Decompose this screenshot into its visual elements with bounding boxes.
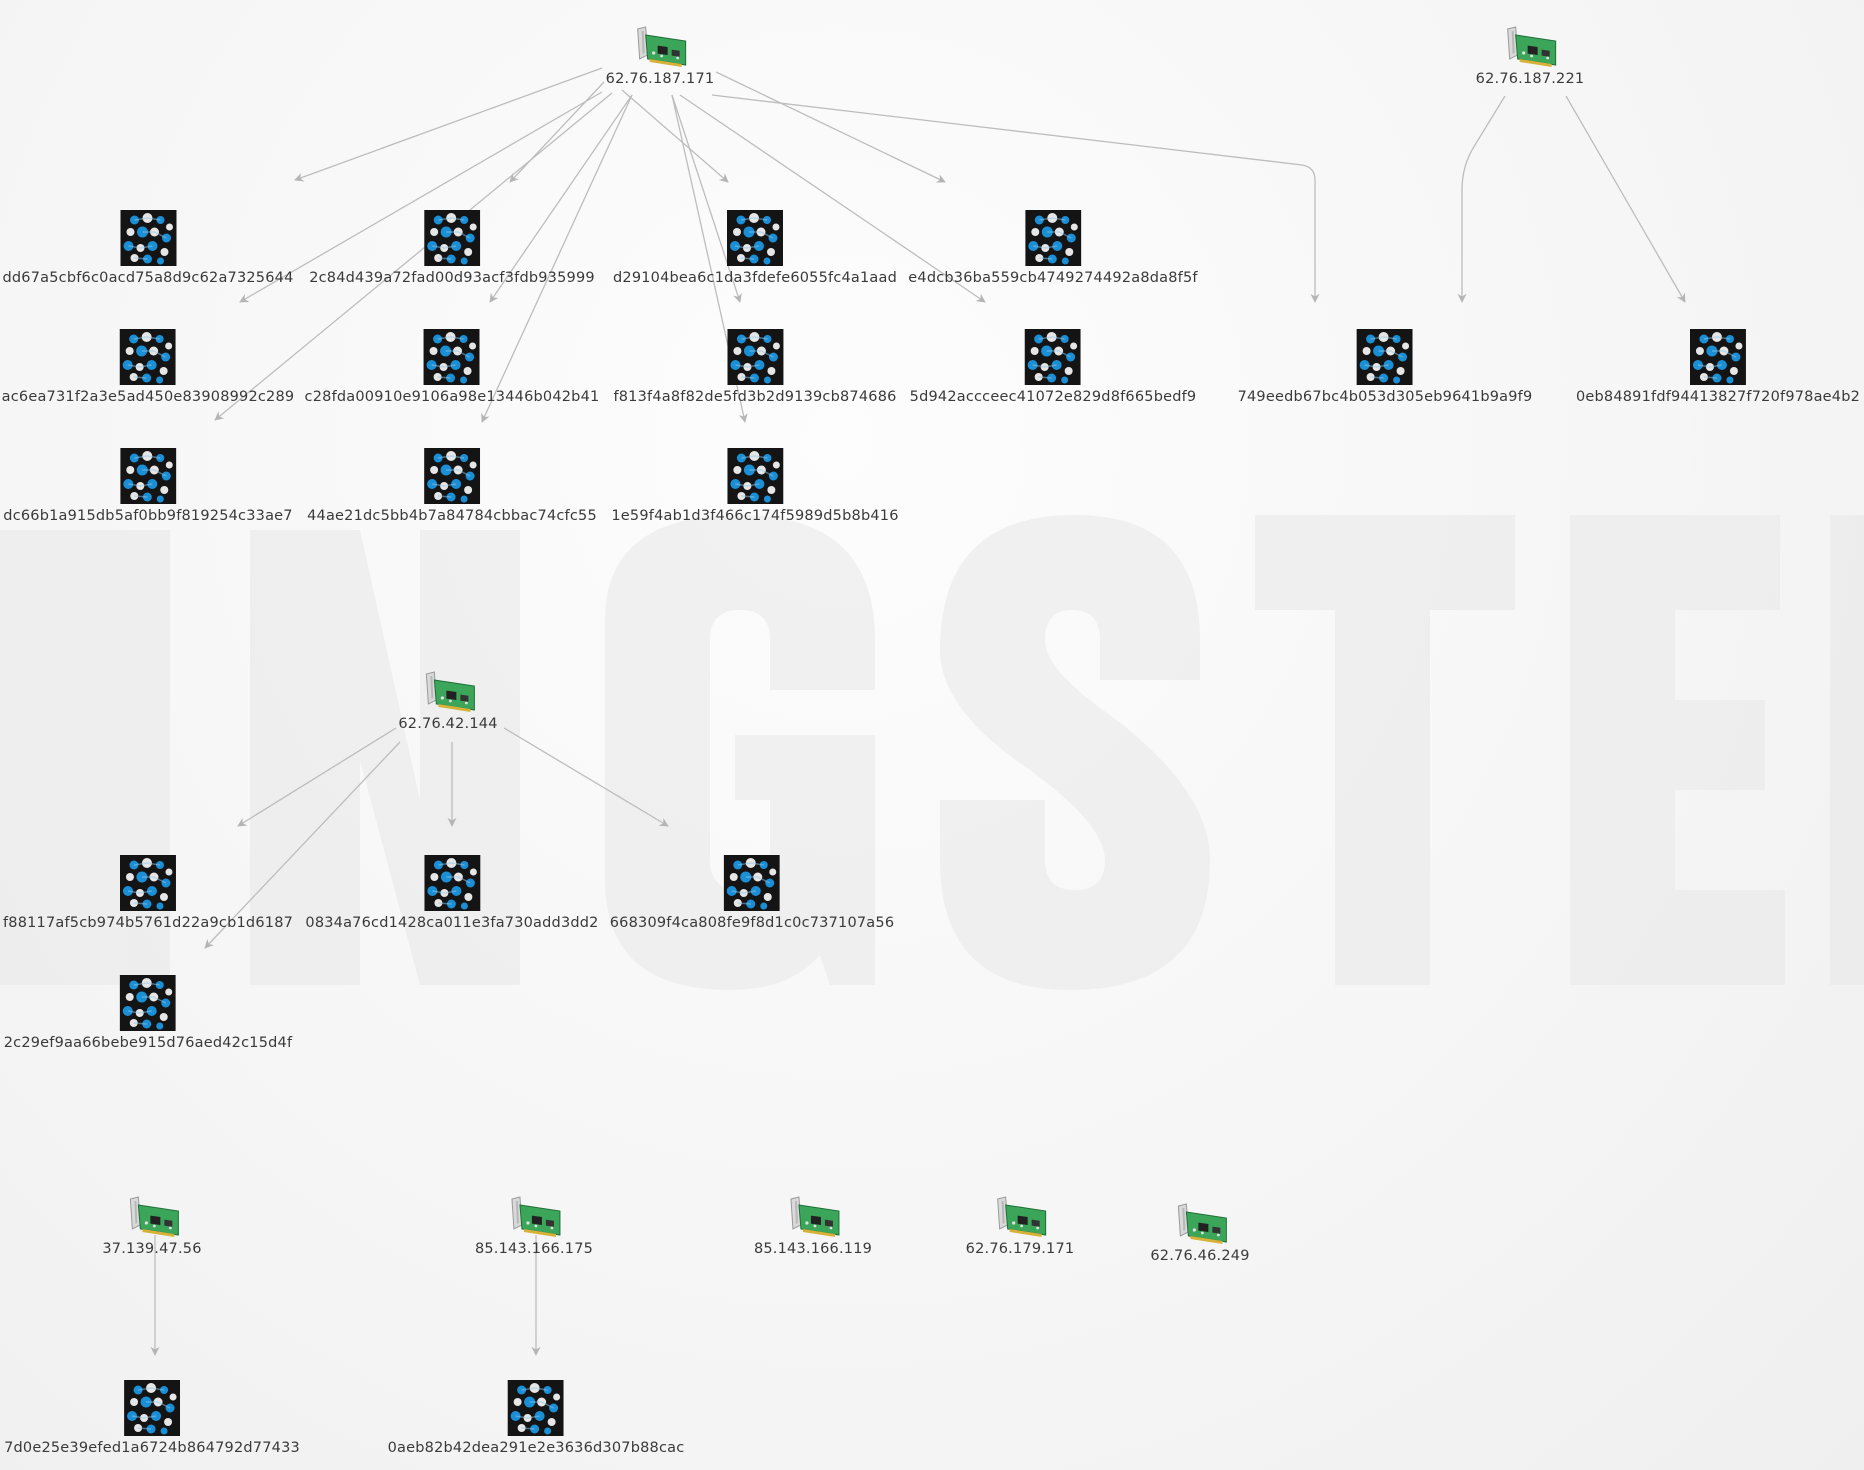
node-label: 5d942accceec41072e829d8f665bedf9 [909,389,1197,405]
malware-sample-icon [120,329,176,385]
node-label: ac6ea731f2a3e5ad450e83908992c289 [1,389,295,405]
node-label: f813f4a8f82de5fd3b2d9139cb874686 [613,389,897,405]
host-node[interactable]: 62.76.187.221 [1476,25,1585,87]
sample-node[interactable]: 44ae21dc5bb4b7a84784cbbac74cfc55 [307,448,597,524]
malware-sample-icon [727,329,783,385]
node-label: 37.139.47.56 [102,1241,202,1257]
node-label: 62.76.187.171 [605,71,715,87]
node-label: 62.76.187.221 [1475,71,1585,87]
node-label: dc66b1a915db5af0bb9f819254c33ae7 [3,508,293,524]
node-label: 44ae21dc5bb4b7a84784cbbac74cfc55 [307,508,597,524]
network-card-icon [1502,25,1558,69]
node-label: 85.143.166.119 [753,1241,873,1257]
sample-node[interactable]: 5d942accceec41072e829d8f665bedf9 [910,329,1197,405]
edge-h2-s10 [1565,95,1686,303]
node-label: 62.76.42.144 [398,716,498,732]
sample-node[interactable]: 0aeb82b42dea291e2e3636d307b88cac [388,1380,685,1456]
node-label: 2c84d439a72fad00d93acf3fdb935999 [309,270,595,286]
node-label: 749eedb67bc4b053d305eb9641b9a9f9 [1237,389,1533,405]
sample-node[interactable]: dc66b1a915db5af0bb9f819254c33ae7 [3,448,293,524]
network-card-icon [506,1195,562,1239]
sample-node[interactable]: f88117af5cb974b5761d22a9cb1d6187 [3,855,293,931]
sample-node[interactable]: 7d0e25e39efed1a6724b864792d77433 [4,1380,300,1456]
malware-sample-icon [724,855,780,911]
network-card-icon [1172,1202,1228,1246]
host-node[interactable]: 85.143.166.175 [475,1195,593,1257]
malware-sample-icon [1690,329,1746,385]
sample-node[interactable]: 749eedb67bc4b053d305eb9641b9a9f9 [1238,329,1533,405]
sample-node[interactable]: dd67a5cbf6c0acd75a8d9c62a7325644 [2,210,293,286]
node-label: dd67a5cbf6c0acd75a8d9c62a7325644 [2,270,294,286]
node-label: 1e59f4ab1d3f466c174f5989d5b8b416 [611,508,899,524]
network-card-icon [632,25,688,69]
sample-node[interactable]: 0834a76cd1428ca011e3fa730add3dd2 [305,855,598,931]
malware-sample-icon [120,210,176,266]
node-label: 62.76.46.249 [1150,1248,1250,1264]
network-card-icon [420,670,476,714]
node-label: 62.76.179.171 [965,1241,1075,1257]
edge-h1-s3 [621,89,729,183]
network-card-icon [785,1195,841,1239]
node-label: f88117af5cb974b5761d22a9cb1d6187 [2,915,294,931]
node-label: 85.143.166.175 [474,1241,594,1257]
node-label: 7d0e25e39efed1a6724b864792d77433 [4,1440,300,1456]
malware-sample-icon [120,855,176,911]
node-label: 2c29ef9aa66bebe915d76aed42c15d4f [3,1035,293,1051]
sample-node[interactable]: c28fda00910e9106a98e13446b042b41 [305,329,600,405]
network-card-icon [992,1195,1048,1239]
sample-node[interactable]: 668309f4ca808fe9f8d1c0c737107a56 [610,855,894,931]
edge-h3-s16 [503,727,669,827]
sample-node[interactable]: 2c84d439a72fad00d93acf3fdb935999 [309,210,595,286]
host-node[interactable]: 85.143.166.119 [754,1195,872,1257]
sample-node[interactable]: e4dcb36ba559cb4749274492a8da8f5f [908,210,1198,286]
malware-sample-icon [120,975,176,1031]
malware-sample-icon [1357,329,1413,385]
edge-h1-s1 [294,67,603,182]
sample-node[interactable]: d29104bea6c1da3fdefe6055fc4a1aad [613,210,897,286]
node-label: 0aeb82b42dea291e2e3636d307b88cac [387,1440,685,1456]
malware-sample-icon [424,329,480,385]
host-node[interactable]: 62.76.42.144 [398,670,497,732]
sample-node[interactable]: 0eb84891fdf94413827f720f978ae4b2 [1576,329,1860,405]
edge-h3-s14 [237,727,397,827]
malware-sample-icon [120,448,176,504]
node-label: 0834a76cd1428ca011e3fa730add3dd2 [305,915,599,931]
malware-sample-icon [124,1380,180,1436]
malware-sample-icon [508,1380,564,1436]
sample-node[interactable]: 2c29ef9aa66bebe915d76aed42c15d4f [4,975,293,1051]
malware-sample-icon [1025,329,1081,385]
edge-h1-s4 [715,71,946,183]
malware-sample-icon [424,855,480,911]
host-node[interactable]: 37.139.47.56 [102,1195,201,1257]
malware-sample-icon [424,210,480,266]
sample-node[interactable]: 1e59f4ab1d3f466c174f5989d5b8b416 [611,448,898,524]
edge-h1-s2 [509,81,605,183]
sample-node[interactable]: f813f4a8f82de5fd3b2d9139cb874686 [613,329,896,405]
sample-node[interactable]: ac6ea731f2a3e5ad450e83908992c289 [2,329,295,405]
network-card-icon [124,1195,180,1239]
host-node[interactable]: 62.76.187.171 [606,25,715,87]
malware-sample-icon [1025,210,1081,266]
host-node[interactable]: 62.76.179.171 [966,1195,1075,1257]
node-label: c28fda00910e9106a98e13446b042b41 [304,389,600,405]
host-node[interactable]: 62.76.46.249 [1150,1202,1249,1264]
node-label: e4dcb36ba559cb4749274492a8da8f5f [908,270,1198,286]
edge-h2-s9 [1457,95,1506,303]
malware-sample-icon [424,448,480,504]
malware-sample-icon [727,210,783,266]
node-label: 0eb84891fdf94413827f720f978ae4b2 [1575,389,1861,405]
node-label: d29104bea6c1da3fdefe6055fc4a1aad [612,270,898,286]
malware-sample-icon [727,448,783,504]
node-label: 668309f4ca808fe9f8d1c0c737107a56 [609,915,895,931]
